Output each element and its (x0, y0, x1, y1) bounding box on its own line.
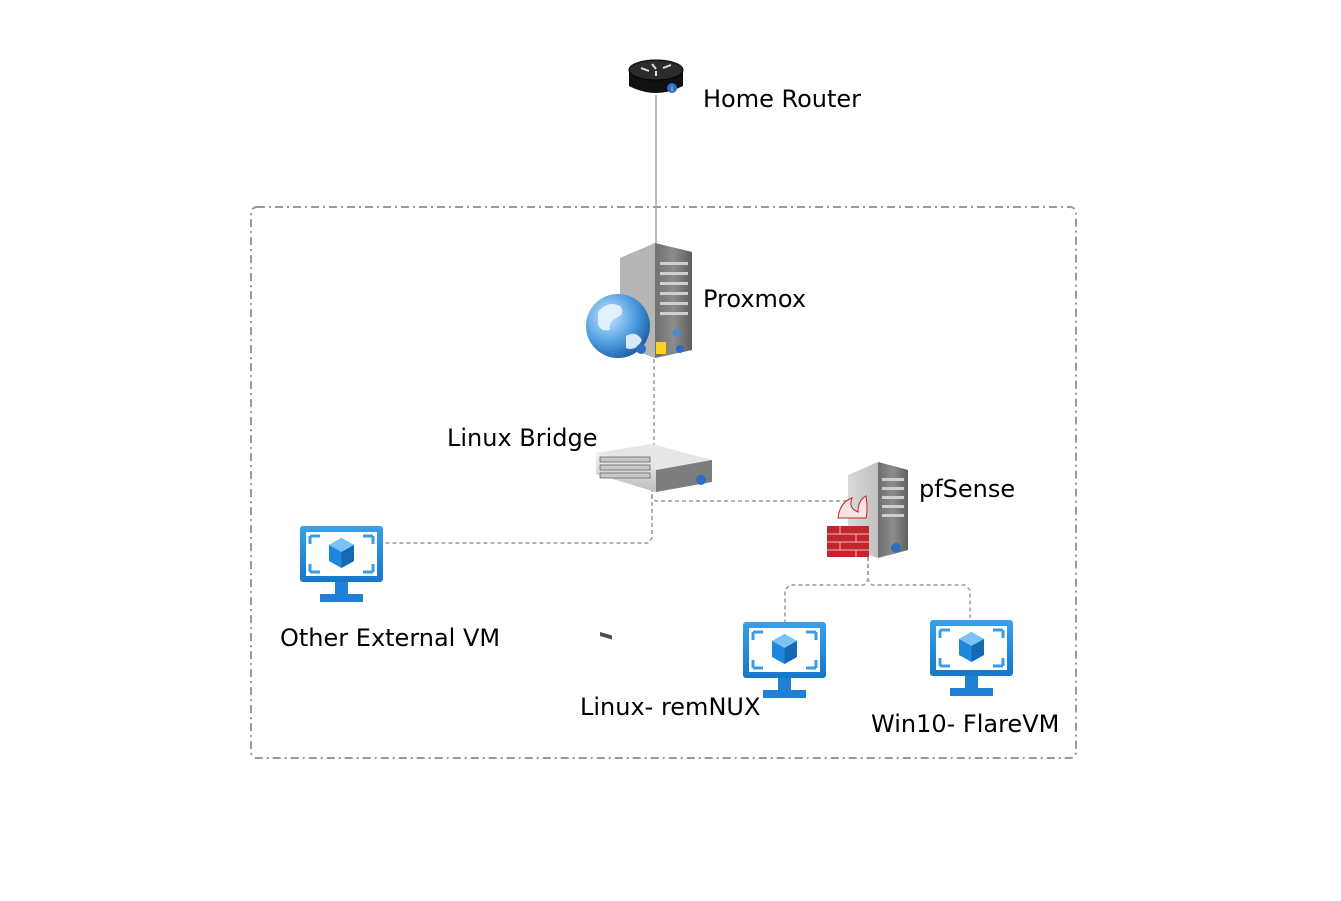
firewall-server-icon[interactable] (827, 462, 908, 558)
router-icon[interactable]: i (628, 59, 684, 93)
rack-server-icon[interactable] (596, 444, 712, 640)
other-vm-label: Other External VM (280, 624, 501, 652)
virtual-machine-icon[interactable] (743, 622, 826, 698)
proxmox-host-boundary (250, 206, 1077, 759)
bridge-othervm-link (385, 488, 653, 544)
virtual-machine-icon[interactable] (930, 620, 1013, 696)
pfsense-remnux-link (784, 557, 869, 622)
linux-bridge-label: Linux Bridge (447, 424, 598, 452)
flarevm-label: Win10- FlareVM (871, 710, 1060, 738)
pfsense-label: pfSense (919, 475, 1016, 503)
bridge-pfsense-link (651, 494, 850, 502)
remnux-label: Linux- remNUX (580, 693, 761, 721)
proxmox-label: Proxmox (703, 285, 807, 313)
home-router-label: Home Router (703, 85, 862, 113)
pfsense-flarevm-link (867, 557, 971, 618)
virtual-machine-icon[interactable] (300, 526, 383, 602)
svg-text:i: i (671, 85, 673, 93)
server-globe-icon[interactable] (586, 243, 692, 358)
